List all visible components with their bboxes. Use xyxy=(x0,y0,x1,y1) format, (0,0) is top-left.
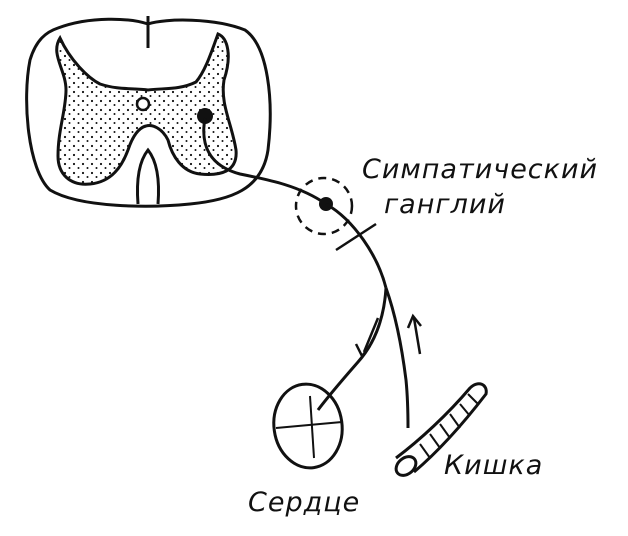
intestine-rings xyxy=(419,393,479,459)
ventral-median-fissure xyxy=(136,147,160,205)
intestine-label: Кишка xyxy=(444,450,544,481)
spinal-cord-outline xyxy=(25,17,272,208)
efferent-direction-arrow-shaft xyxy=(362,317,380,353)
ganglion-label-line2: ганглий xyxy=(384,189,506,220)
afferent-branch-from-intestine xyxy=(384,287,410,429)
heart-label: Сердце xyxy=(248,487,361,518)
efferent-direction-arrow-head xyxy=(354,343,371,359)
intestine-tube xyxy=(395,382,488,474)
efferent-branch-to-heart xyxy=(316,287,388,411)
central-canal xyxy=(135,96,151,112)
postganglionic-trunk xyxy=(325,202,388,289)
afferent-direction-arrow-head xyxy=(406,313,422,329)
ganglion-label-line1: Симпатический xyxy=(362,154,599,185)
heart-vertical-line xyxy=(309,395,315,459)
ganglion-boundary xyxy=(294,176,354,236)
trunk-tick xyxy=(335,222,377,252)
heart-horizontal-line xyxy=(275,421,343,429)
preganglionic-neuron-body xyxy=(197,108,213,124)
intestine-opening xyxy=(394,455,418,477)
afferent-direction-arrow-shaft xyxy=(412,317,422,355)
